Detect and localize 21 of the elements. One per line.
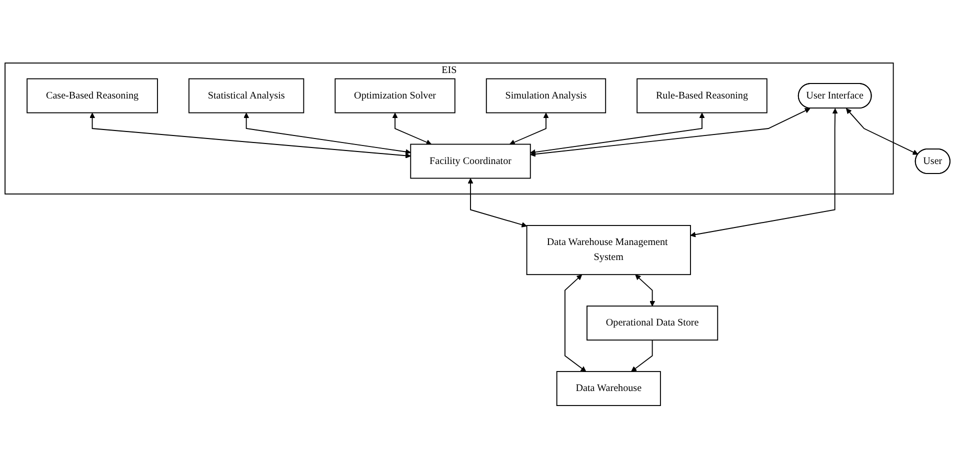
arrow: [846, 108, 918, 154]
arrow: [631, 339, 653, 372]
arrow: [392, 112, 432, 145]
arrow: [530, 112, 705, 155]
arrow: [530, 108, 810, 157]
node-box: Optimization Solver: [334, 78, 456, 113]
node-box: Facility Coordinator: [410, 143, 531, 178]
node-box: Simulation Analysis: [486, 78, 606, 113]
arrow: [90, 112, 411, 158]
arrow: [468, 178, 528, 228]
node-box: Statistical Analysis: [188, 78, 304, 113]
arrow: [635, 274, 656, 306]
node-box: Data Warehouse Management System: [526, 224, 691, 275]
node-box: Rule-Based Reasoning: [636, 78, 768, 113]
node-box: Case-Based Reasoning: [26, 78, 158, 113]
arrow: [509, 112, 549, 145]
arrow: [690, 108, 838, 237]
arrow: [564, 274, 586, 372]
node-box: Operational Data Store: [586, 305, 718, 340]
arrow: [244, 112, 411, 154]
node-box: Data Warehouse: [556, 370, 661, 406]
